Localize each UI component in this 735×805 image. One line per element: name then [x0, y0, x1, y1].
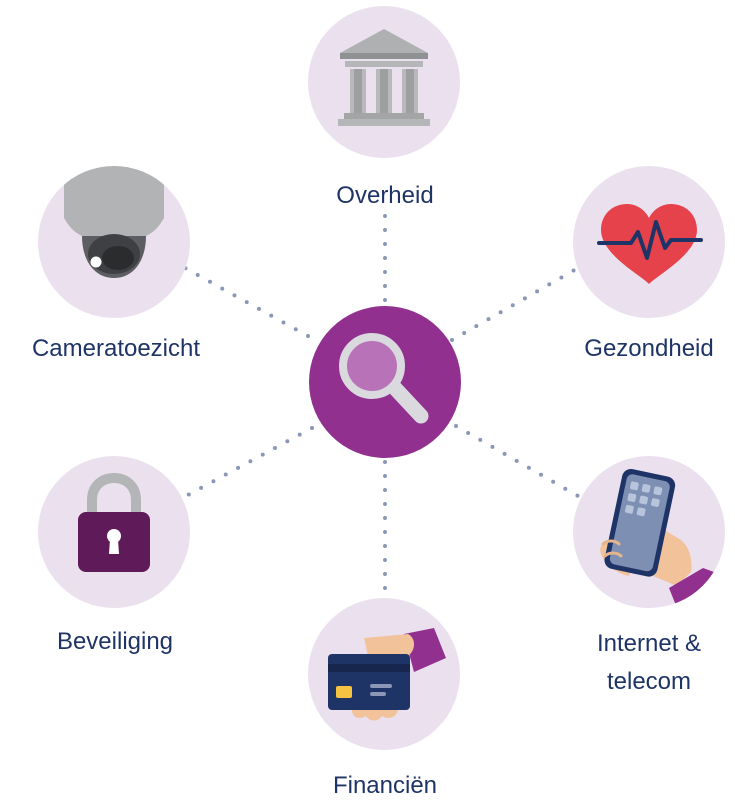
- node-financien: [308, 598, 460, 750]
- heart-pulse-icon: [597, 204, 703, 284]
- center-hub: [309, 306, 461, 458]
- label-internet-line1: Internet &: [596, 630, 702, 657]
- label-overheid: Overheid: [336, 182, 434, 209]
- credit-card-icon: [328, 628, 446, 721]
- smartphone-icon: [600, 468, 725, 608]
- label-beveiliging: Beveiliging: [56, 628, 174, 655]
- node-gezondheid: [573, 166, 725, 318]
- label-financien: Financiën: [332, 772, 438, 799]
- node-internet-telecom: [573, 456, 725, 608]
- node-beveiliging: [38, 456, 190, 608]
- connector-beveiliging: [184, 426, 314, 498]
- padlock-icon: [78, 472, 150, 572]
- connector-internet: [454, 424, 580, 498]
- label-internet-telecom: Internet & telecom: [569, 628, 729, 698]
- node-overheid: [308, 6, 460, 158]
- label-cameratoezicht: Cameratoezicht: [31, 335, 201, 362]
- connector-gezondheid: [450, 266, 580, 342]
- connector-cameratoezicht: [183, 266, 310, 338]
- label-internet-line2: telecom: [606, 668, 692, 695]
- node-cameratoezicht: [38, 166, 190, 318]
- magnifying-glass-icon: [339, 333, 429, 424]
- security-camera-icon: [64, 166, 164, 278]
- label-gezondheid: Gezondheid: [584, 335, 714, 362]
- government-building-icon: [338, 29, 430, 126]
